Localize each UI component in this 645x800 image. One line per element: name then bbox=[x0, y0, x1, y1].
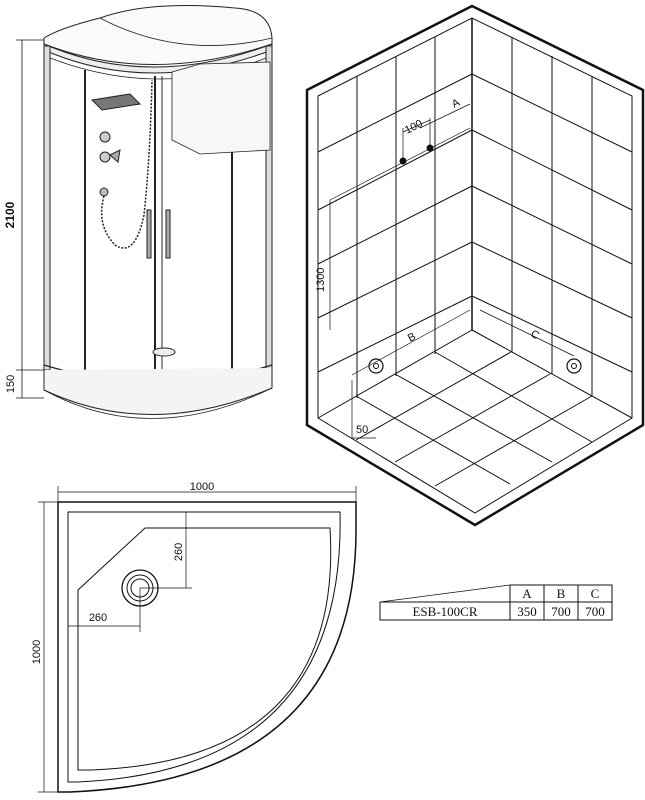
tray-plan bbox=[38, 486, 357, 793]
spec-header-b: B bbox=[557, 586, 566, 601]
tray-front bbox=[43, 368, 273, 415]
wall-dim-c: C bbox=[529, 328, 542, 342]
spec-table bbox=[379, 584, 613, 621]
tray-outline bbox=[57, 501, 357, 793]
hand-shower-holder bbox=[99, 187, 109, 197]
cabin-post-left bbox=[43, 45, 51, 371]
spec-table-grid bbox=[379, 584, 613, 621]
spec-model: ESB-100CR bbox=[412, 604, 477, 619]
door-handle-right bbox=[165, 209, 171, 259]
back-panel bbox=[171, 61, 271, 155]
spec-header-a: A bbox=[522, 586, 532, 601]
spec-value-c: 700 bbox=[585, 604, 605, 619]
control-knob-2 bbox=[99, 151, 111, 163]
wall-dim-50: 50 bbox=[356, 424, 368, 436]
left-wall-tiles bbox=[317, 37, 473, 398]
wall-dim-1300: 1300 bbox=[315, 268, 327, 292]
wall-outline bbox=[305, 4, 645, 527]
tray-depth-label: 1000 bbox=[31, 640, 43, 664]
spec-value-a: 350 bbox=[517, 604, 537, 619]
wall-outlet-right bbox=[566, 358, 582, 374]
wall-outlet-left bbox=[368, 358, 384, 374]
cabin-height-dimension bbox=[16, 39, 44, 399]
tray-dimension-lines bbox=[38, 486, 357, 793]
tray-width-label: 1000 bbox=[190, 481, 214, 493]
tray-height-label: 150 bbox=[5, 375, 17, 393]
spec-header-c: C bbox=[591, 586, 600, 601]
cabin-view bbox=[43, 5, 273, 419]
right-wall-tiles bbox=[471, 37, 633, 396]
cabin-height-label: 2100 bbox=[3, 201, 17, 228]
spec-value-b: 700 bbox=[551, 604, 571, 619]
door-handle-left bbox=[146, 209, 152, 259]
drain-offset-y-label: 260 bbox=[173, 543, 185, 561]
tray-inner-basin bbox=[77, 527, 332, 771]
wall-view bbox=[305, 4, 645, 527]
tray-drain bbox=[152, 347, 176, 357]
control-knob-1 bbox=[99, 131, 111, 143]
floor-tiles bbox=[355, 351, 593, 487]
cabin-roof bbox=[43, 5, 273, 65]
shower-head bbox=[90, 93, 142, 111]
shower-hose bbox=[100, 79, 153, 249]
wall-dim-b: B bbox=[406, 331, 418, 345]
wall-dimension-lines bbox=[329, 103, 575, 439]
wall-dim-100: 100 bbox=[403, 118, 425, 137]
drain-offset-x-label: 260 bbox=[89, 612, 107, 624]
